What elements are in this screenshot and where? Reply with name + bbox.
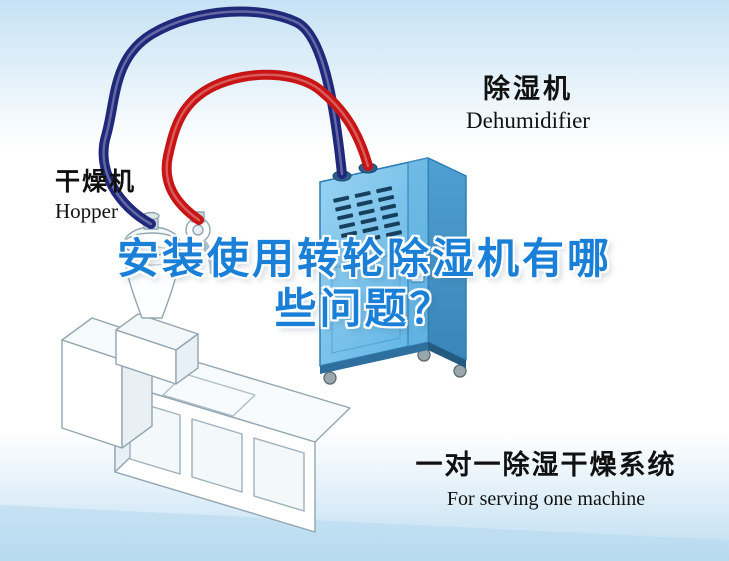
caption-cn: 一对一除湿干燥系统: [415, 450, 677, 481]
hoses: [98, 6, 373, 229]
navy-hose-highlight: [102, 10, 344, 226]
hopper-label-cn: 干燥机: [55, 167, 137, 196]
wheel-icon: [323, 371, 337, 385]
dehumidifier-label: 除湿机 Dehumidifier: [448, 74, 608, 134]
navy-hose: [98, 6, 347, 229]
red-hose-highlight: [165, 73, 370, 222]
caption-en: For serving one machine: [446, 488, 646, 511]
dehumidifier-wheels: [323, 348, 467, 385]
machine-panel-2: [191, 418, 243, 493]
poster-title-line2: 些问题？: [274, 283, 455, 333]
background-accent-stripe: [0, 505, 729, 561]
hopper-label: 干燥机 Hopper: [55, 167, 137, 223]
dehumidifier-label-en: Dehumidifier: [466, 108, 590, 134]
feedbox-side: [175, 333, 199, 385]
dehumidifier-door-outline: [331, 252, 401, 354]
caption: 一对一除湿干燥系统 For serving one machine: [386, 450, 706, 511]
poster-title-line1: 安装使用转轮除湿机有哪: [116, 234, 612, 283]
extruder-machine: [61, 313, 351, 533]
control-panel: [410, 249, 425, 283]
dehumidifier-base-front: [320, 342, 428, 374]
blower-duct: [199, 238, 217, 275]
hopper-band: [125, 246, 179, 266]
dehumidifier-unit: [319, 157, 467, 385]
vent-grille-icon: [333, 186, 402, 247]
hopper-body: [123, 243, 181, 319]
hopper-rim: [123, 232, 181, 256]
blower-hub: [192, 224, 204, 236]
dehumidifier-base-side: [428, 342, 466, 368]
machine-panel-3: [253, 437, 305, 512]
red-hose: [161, 69, 373, 225]
dehumidifier-label-cn: 除湿机: [483, 74, 573, 105]
poster-title: 安装使用转轮除湿机有哪 些问题？: [0, 234, 729, 333]
machine-top-hatch: [162, 373, 256, 417]
hopper-label-en: Hopper: [55, 198, 118, 223]
